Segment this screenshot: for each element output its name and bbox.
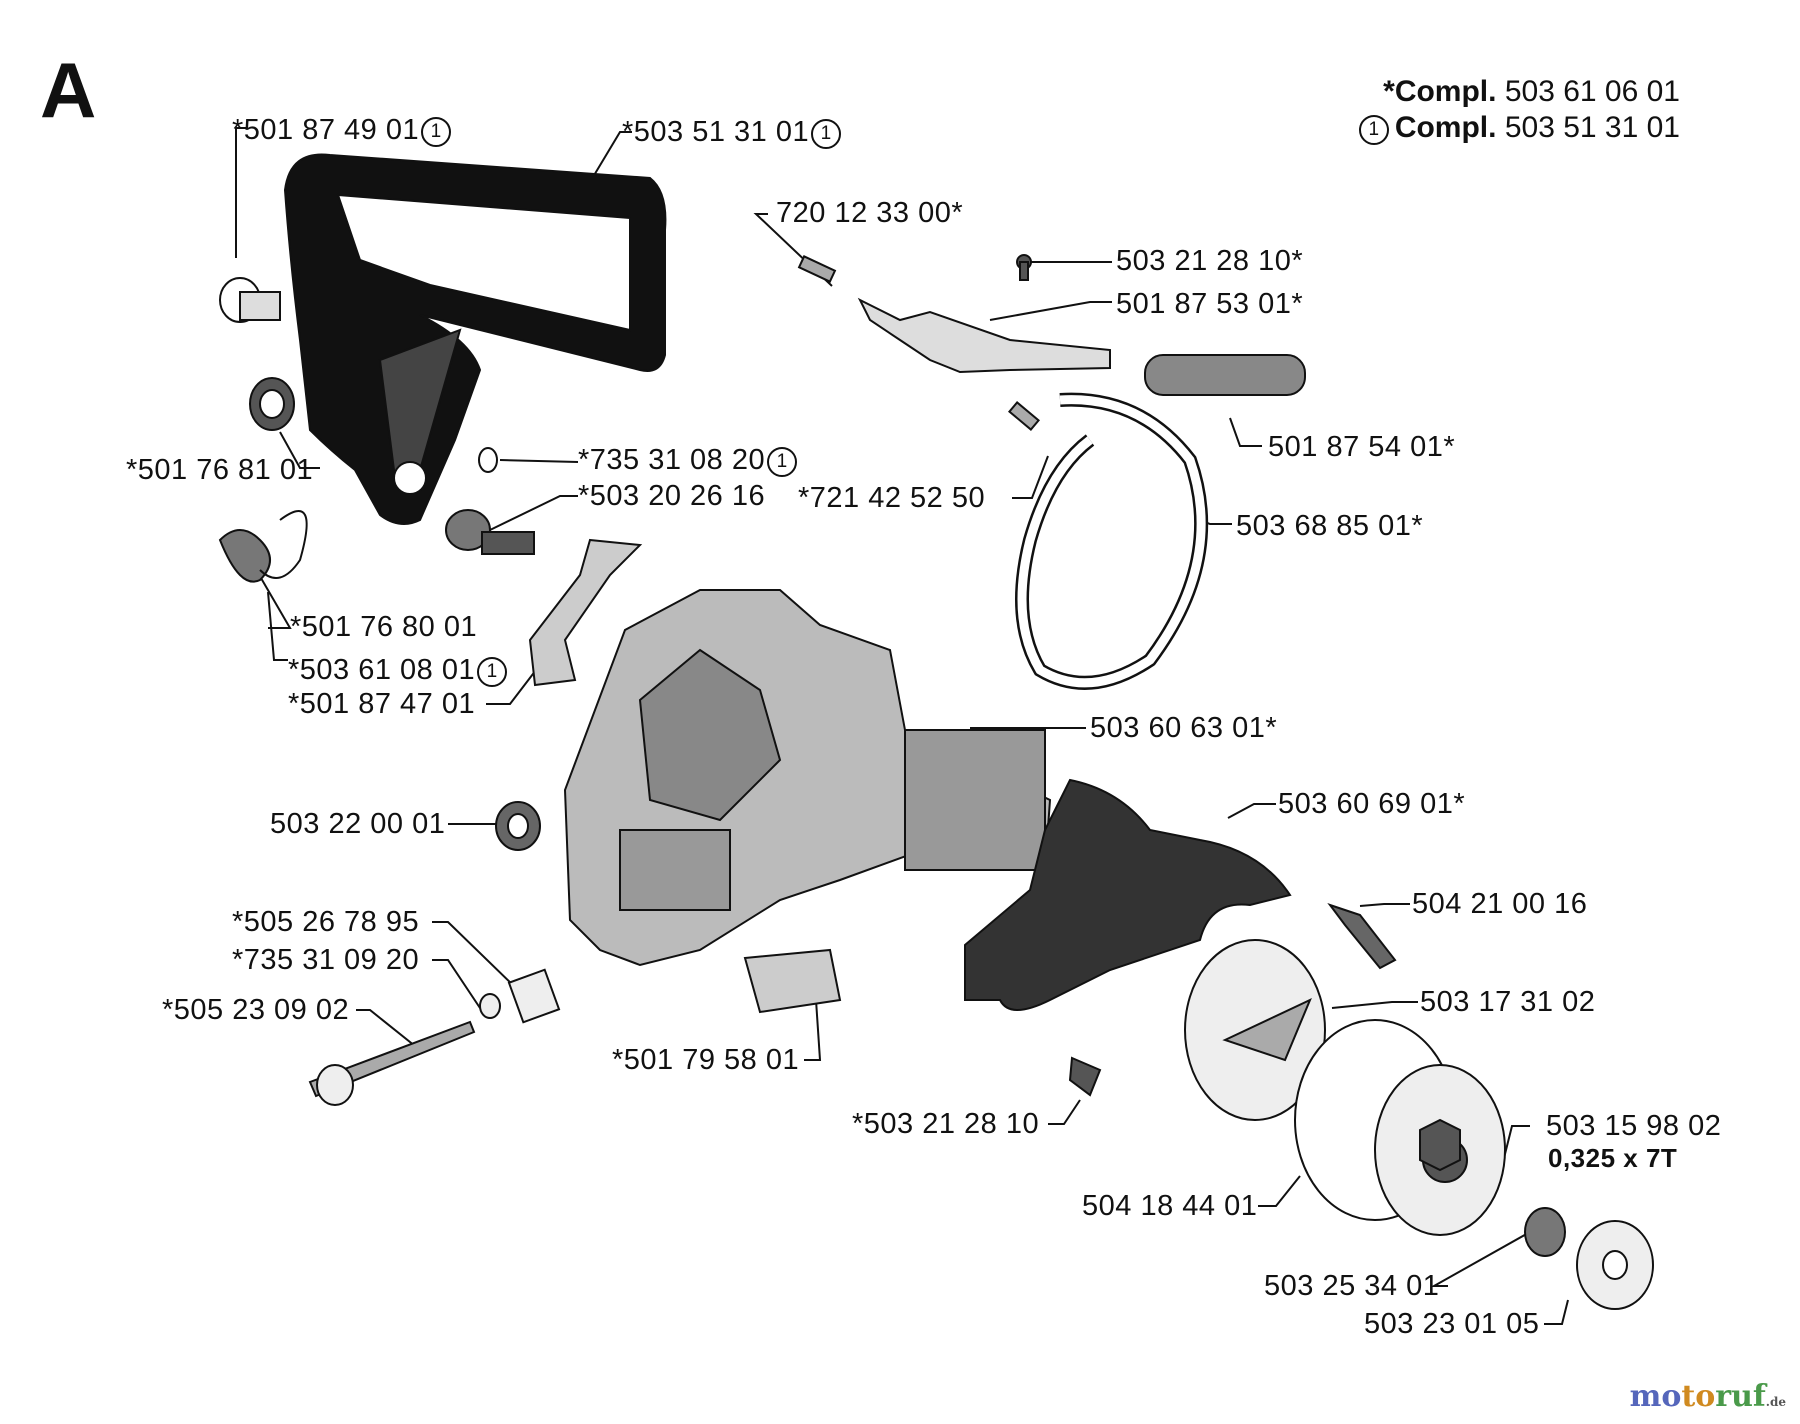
leader-line <box>1012 455 1049 499</box>
circled-one-mark: 1 <box>1358 115 1389 145</box>
watermark-part: mo <box>1629 1379 1682 1414</box>
chain-tensioner <box>308 801 1102 1106</box>
part-label: *501 76 80 01 <box>290 611 478 643</box>
tension-spring <box>1327 903 1397 970</box>
brake-lever <box>528 538 643 687</box>
leader-line <box>1048 1099 1081 1125</box>
part-label: *503 20 26 16 <box>578 480 766 512</box>
part-label: *505 23 09 02 <box>162 994 350 1026</box>
leader-line <box>1430 1231 1531 1287</box>
compl-number-2: 503 51 31 01 <box>1504 111 1680 144</box>
circled-one-mark: 1 <box>477 657 508 687</box>
part-label: *501 87 47 01 <box>288 688 476 720</box>
brake-band <box>1015 392 1209 690</box>
leader-line <box>1258 1175 1301 1207</box>
part-label: *721 42 52 50 <box>798 482 986 514</box>
part-label: 501 87 54 01* <box>1268 431 1456 463</box>
leader-line <box>1544 1299 1569 1325</box>
watermark-part: to <box>1681 1379 1716 1414</box>
leader-line <box>267 591 288 661</box>
compl-prefix-2: Compl. <box>1394 111 1497 144</box>
clutch-shoes <box>1184 939 1326 1121</box>
leader-line <box>1359 903 1410 907</box>
chain-guard <box>964 778 1292 1011</box>
leader-line <box>432 959 481 1009</box>
circled-one-mark: 1 <box>421 117 452 147</box>
part-number: *503 61 08 01 <box>288 654 476 686</box>
leader-line <box>432 921 519 991</box>
leader-line <box>1227 803 1276 819</box>
watermark-logo: motoruf.de <box>1630 1379 1786 1414</box>
compl-number-1: 503 61 06 01 <box>1504 75 1680 108</box>
watermark-tld: .de <box>1765 1395 1786 1409</box>
leader-line <box>253 565 292 629</box>
part-label: 503 21 28 10* <box>1116 245 1304 277</box>
leader-line <box>1229 417 1262 447</box>
part-label: 501 87 53 01* <box>1116 288 1304 320</box>
part-label: 720 12 33 00* <box>776 197 964 229</box>
part-label: 504 18 44 01 <box>1082 1190 1258 1222</box>
leader-line <box>486 669 537 705</box>
part-label: *505 26 78 95 <box>232 906 420 938</box>
part-label: 503 22 00 01 <box>270 808 446 840</box>
leader-line <box>499 459 579 463</box>
watermark-part: ruf <box>1715 1379 1766 1414</box>
washer <box>1576 1220 1654 1310</box>
part-number: *735 31 08 20 <box>578 444 766 476</box>
section-letter: A <box>40 46 97 134</box>
part-label: 503 68 85 01* <box>1236 510 1424 542</box>
part-number: *503 51 31 01 <box>622 116 810 148</box>
part-label: 503 23 01 05 <box>1364 1308 1540 1340</box>
leader-line <box>589 131 632 183</box>
leader-line <box>279 431 320 469</box>
leader-line <box>235 127 248 258</box>
circled-one-mark: 1 <box>811 119 842 149</box>
clutch-drum <box>1294 1019 1506 1236</box>
leader-line <box>356 1009 421 1051</box>
leader-line <box>489 495 578 531</box>
part-label: *503 21 28 10 <box>852 1108 1040 1140</box>
part-number: *501 87 49 01 <box>232 114 420 146</box>
part-label: 503 60 63 01* <box>1090 712 1278 744</box>
part-label: *501 79 58 01 <box>612 1044 800 1076</box>
part-label: *501 76 81 01 <box>126 454 314 486</box>
brake-mechanism <box>797 254 1306 432</box>
part-label: 503 25 34 01 <box>1264 1270 1440 1302</box>
leader-line <box>1331 1001 1418 1009</box>
front-handle <box>283 153 667 525</box>
part-label: 504 21 00 16 <box>1412 888 1588 920</box>
needle-bearing <box>1524 1207 1566 1257</box>
leader-line <box>804 999 822 1061</box>
drum-spec-label: 0,325 x 7T <box>1548 1143 1678 1173</box>
clutch-cover <box>563 589 1052 967</box>
bushing-part <box>218 277 535 583</box>
part-label: 503 17 31 02 <box>1420 986 1596 1018</box>
part-label: *735 31 09 20 <box>232 944 420 976</box>
part-label: 503 60 69 01* <box>1278 788 1466 820</box>
compl-prefix-1: *Compl. <box>1383 75 1497 108</box>
compl-line-1: *Compl. 503 61 06 01 <box>1359 74 1680 110</box>
circled-one-mark: 1 <box>767 447 798 477</box>
leader-line <box>989 301 1112 321</box>
part-label: 503 15 98 02 <box>1546 1110 1722 1142</box>
